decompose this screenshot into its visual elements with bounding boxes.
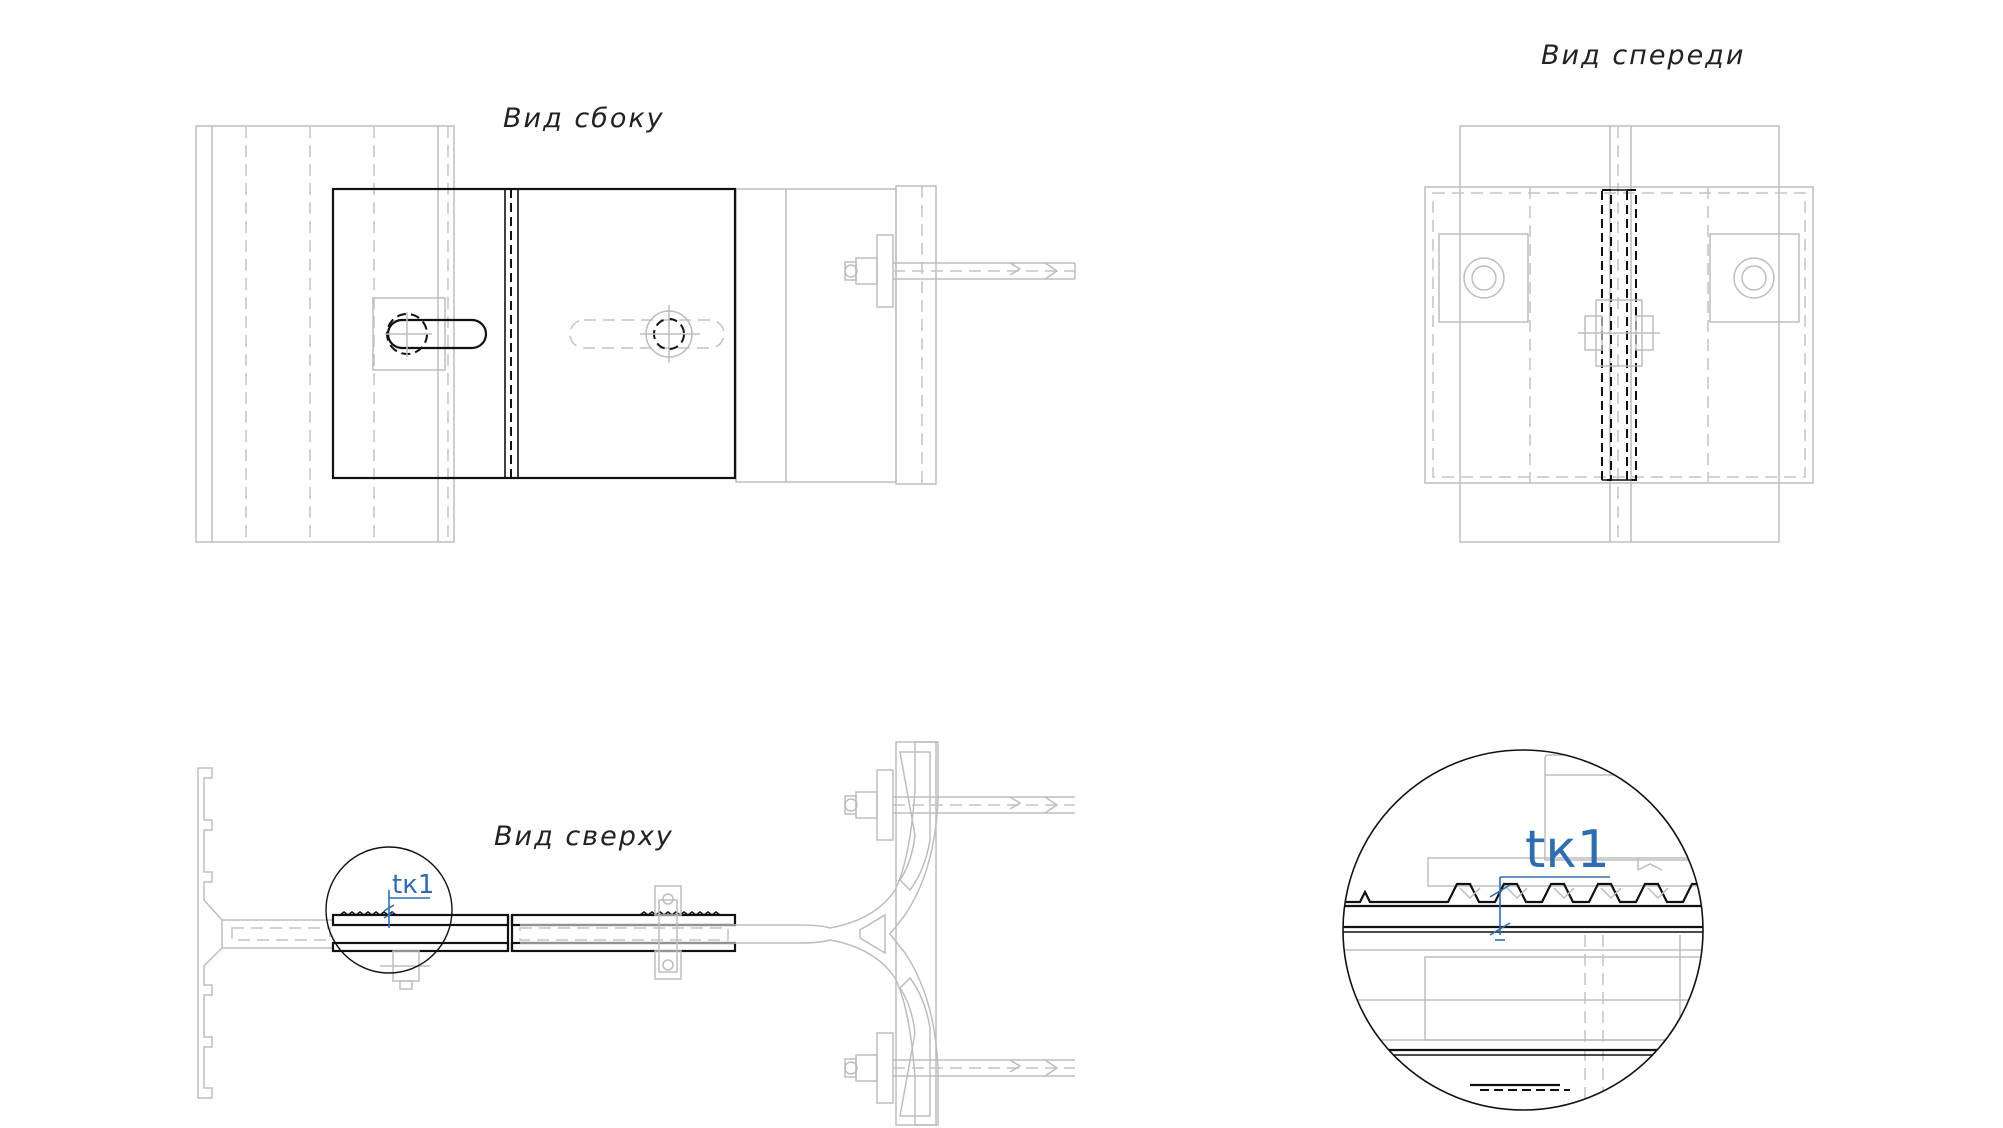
detail-thickness-label: tк1 [1525, 820, 1610, 880]
side-view-plate [331, 187, 737, 480]
top-view-title: Вид сверху [494, 821, 674, 852]
front-view: Вид спереди [1424, 40, 1814, 543]
top-view-detail-marker: tк1 [325, 846, 453, 974]
side-view: Вид сбоку [195, 103, 1076, 543]
detail-circle [1342, 749, 1704, 1111]
detail-view: tк1 [1342, 749, 1704, 1111]
small-thickness-label: tк1 [392, 870, 434, 900]
top-view: Вид сверху [197, 741, 1075, 1126]
side-view-slot-right [569, 305, 725, 363]
side-view-profile [195, 125, 455, 543]
front-view-blades [1578, 189, 1660, 481]
side-view-bracket [735, 185, 1076, 485]
front-view-profile [1459, 125, 1780, 543]
top-view-bracket [829, 741, 1075, 1126]
top-view-bar [331, 885, 831, 990]
front-view-title: Вид спереди [1541, 40, 1745, 71]
detail-thickness-dimension: tк1 [1489, 820, 1610, 941]
side-view-slot-left [372, 297, 488, 371]
side-view-title: Вид сбоку [503, 103, 665, 134]
top-view-profile [197, 767, 333, 1099]
front-view-bracket [1424, 186, 1814, 484]
